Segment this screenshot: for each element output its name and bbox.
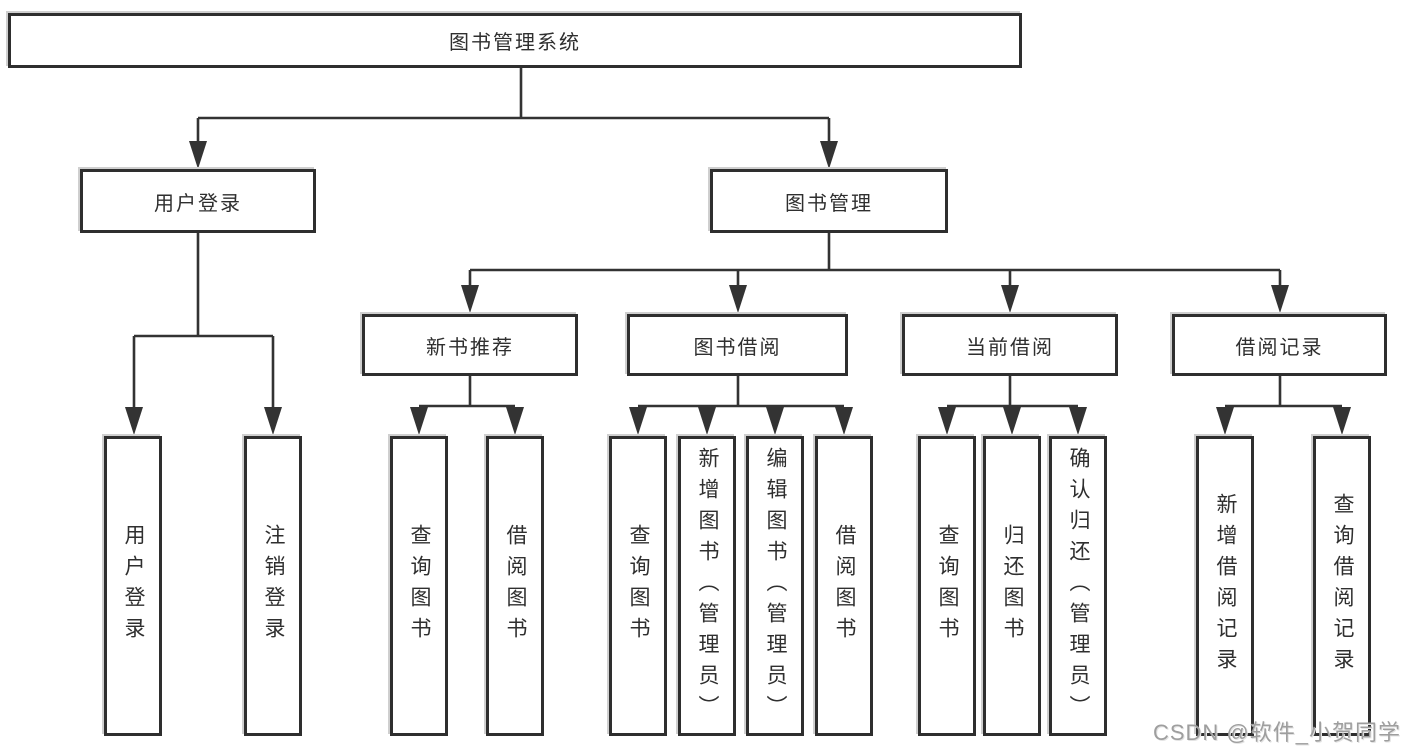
node-user-login: 用户登录 xyxy=(80,169,316,233)
arrow-head xyxy=(189,141,207,169)
leaf-br-add-record: 新增借阅记录 xyxy=(1196,436,1254,736)
arrow-head xyxy=(1001,285,1019,313)
arrow-head xyxy=(410,407,428,435)
arrow-head xyxy=(1271,285,1289,313)
leaf-rec-borrow-books: 借阅图书 xyxy=(486,436,544,736)
node-book-management: 图书管理 xyxy=(710,169,948,233)
arrow-head xyxy=(938,407,956,435)
leaf-bb-query-books: 查询图书 xyxy=(609,436,667,736)
leaf-cb-query-books: 查询图书 xyxy=(918,436,976,736)
node-new-book-recommend: 新书推荐 xyxy=(362,314,578,376)
arrow-head xyxy=(1216,407,1234,435)
arrow-head xyxy=(629,407,647,435)
leaf-cb-confirm-return-admin: 确认归还（管理员） xyxy=(1049,436,1107,736)
arrow-head xyxy=(1003,407,1021,435)
arrow-head xyxy=(125,407,143,435)
arrow-head xyxy=(835,407,853,435)
leaf-user-login: 用户登录 xyxy=(104,436,162,736)
connector-path xyxy=(132,68,1342,412)
arrow-head xyxy=(729,285,747,313)
arrow-head xyxy=(1069,407,1087,435)
arrow-head xyxy=(698,407,716,435)
leaf-rec-query-books: 查询图书 xyxy=(390,436,448,736)
leaf-bb-edit-books-admin: 编辑图书（管理员） xyxy=(746,436,804,736)
leaf-cb-return-books: 归还图书 xyxy=(983,436,1041,736)
node-current-borrowing: 当前借阅 xyxy=(902,314,1118,376)
node-book-management-system: 图书管理系统 xyxy=(8,13,1022,68)
leaf-bb-add-books-admin: 新增图书（管理员） xyxy=(678,436,736,736)
leaf-br-query-record: 查询借阅记录 xyxy=(1313,436,1371,736)
arrow-head xyxy=(1333,407,1351,435)
arrow-head xyxy=(461,285,479,313)
leaf-logout: 注销登录 xyxy=(244,436,302,736)
node-borrow-records: 借阅记录 xyxy=(1172,314,1387,376)
arrow-head xyxy=(506,407,524,435)
leaf-bb-borrow-books: 借阅图书 xyxy=(815,436,873,736)
node-book-borrowing: 图书借阅 xyxy=(627,314,848,376)
csdn-watermark: CSDN @软件_小贺同学 xyxy=(1152,720,1401,745)
arrow-head xyxy=(264,407,282,435)
arrow-head xyxy=(820,141,838,169)
arrow-head xyxy=(766,407,784,435)
arrowheads-group xyxy=(125,141,1351,435)
